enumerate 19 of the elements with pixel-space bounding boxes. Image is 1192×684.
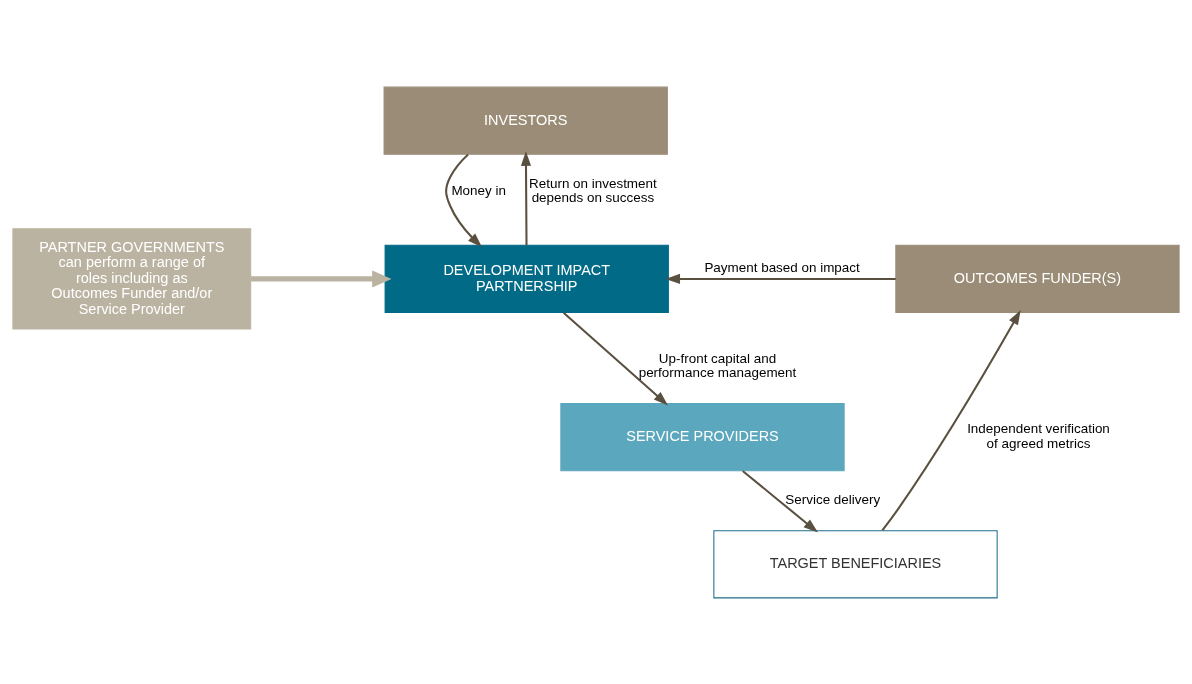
edge-label: Service delivery <box>785 491 881 507</box>
arrow <box>520 150 532 245</box>
arrow <box>445 153 482 247</box>
edge-label: Money in <box>451 182 506 198</box>
arrow <box>250 269 392 287</box>
node-box: INVESTORS <box>383 86 668 155</box>
node-box: SERVICE PROVIDERS <box>560 402 845 471</box>
arrow <box>562 311 669 405</box>
edge-label: Payment based on impact <box>704 259 860 275</box>
edge-label: Up-front capital and performance management <box>638 350 797 380</box>
arrow <box>742 469 818 533</box>
arrow <box>881 309 1021 531</box>
edge-label: Independent verification of agreed metrics <box>967 420 1110 451</box>
node-box: OUTCOMES FUNDER(S) <box>895 244 1180 313</box>
arrow <box>665 273 896 284</box>
node-box: DEVELOPMENT IMPACT PARTNERSHIP <box>384 244 669 313</box>
edge-label: Return on investment depends on success <box>529 175 657 205</box>
node-box: PARTNER GOVERNMENTS can perform a range of roles including as Outcomes Funder and/or Service Provider <box>12 227 252 330</box>
node-box: TARGET BENEFICIARIES <box>713 529 998 598</box>
